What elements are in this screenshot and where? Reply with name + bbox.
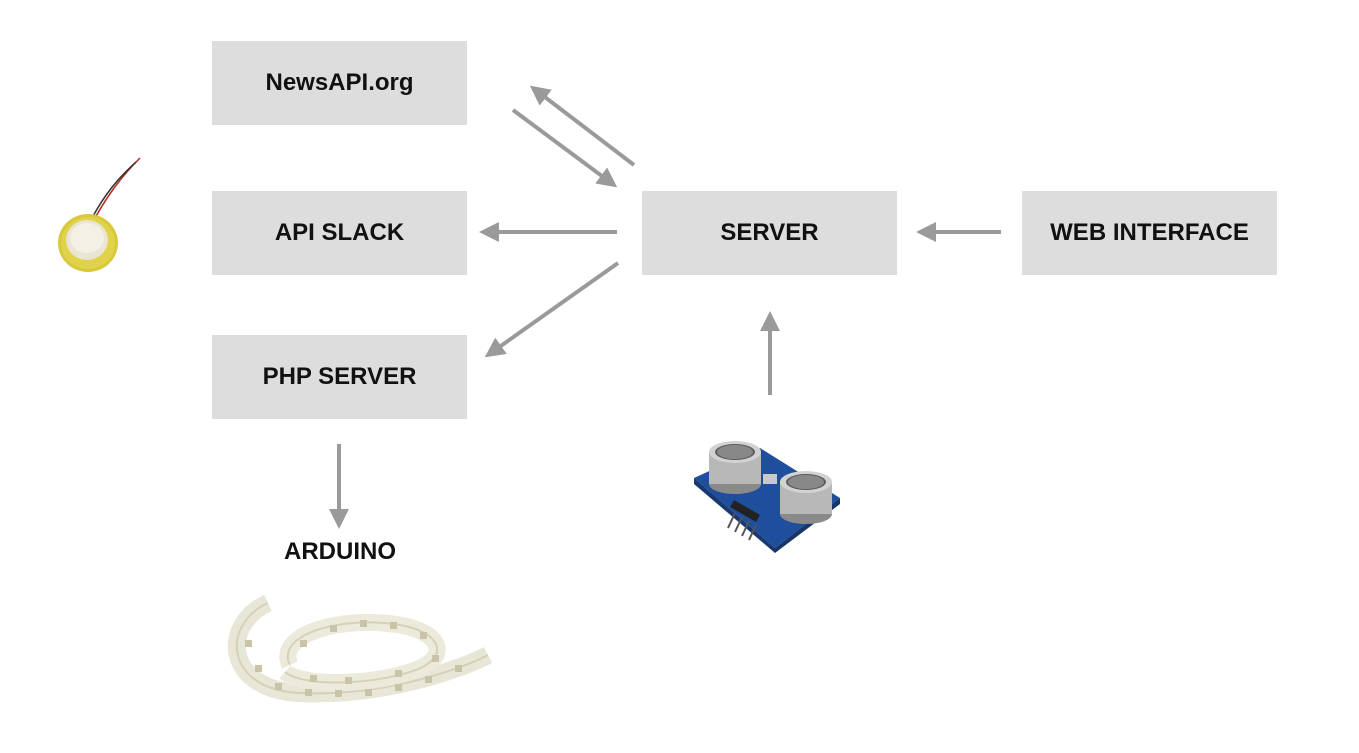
node-web-interface: WEB INTERFACE	[1022, 191, 1277, 275]
node-newsapi-label: NewsAPI.org	[265, 69, 414, 96]
node-server-label: SERVER	[720, 219, 819, 246]
node-api-slack: API SLACK	[212, 191, 467, 275]
arrow-server-to-newsapi	[529, 85, 636, 167]
ultrasonic-sensor-image	[694, 441, 840, 553]
node-newsapi: NewsAPI.org	[212, 41, 467, 125]
arrow-newsapi-to-server	[511, 108, 618, 188]
node-php-server-label: PHP SERVER	[262, 363, 417, 390]
arduino-label: ARDUINO	[284, 538, 396, 565]
piezo-buzzer-image	[58, 157, 141, 272]
node-web-interface-label: WEB INTERFACE	[1050, 219, 1249, 246]
led-strip-image	[227, 594, 493, 703]
node-php-server: PHP SERVER	[212, 335, 467, 419]
arrow-server-to-php	[484, 261, 620, 358]
node-server: SERVER	[642, 191, 897, 275]
node-api-slack-label: API SLACK	[274, 219, 405, 246]
